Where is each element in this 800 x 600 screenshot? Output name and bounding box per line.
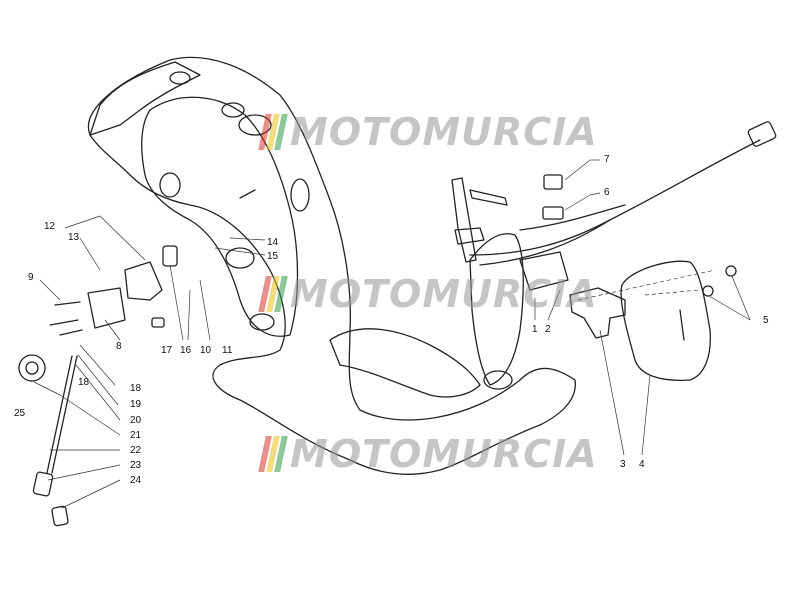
callout-14: 14 (267, 237, 279, 248)
callout-12: 12 (44, 221, 56, 232)
callout-8: 8 (116, 341, 122, 352)
bracket (569, 287, 626, 339)
callout-15: 15 (267, 251, 279, 262)
watermark-text: MOTOMURCIA (290, 432, 598, 476)
wire-harness (469, 139, 761, 256)
callout-4: 4 (639, 459, 645, 470)
rear-support (469, 233, 524, 386)
watermark-flag (258, 276, 288, 312)
body-frame (87, 56, 576, 475)
floor-tunnel (329, 328, 481, 398)
callout-19: 19 (130, 399, 142, 410)
watermark-flag (258, 436, 288, 472)
callout-17: 17 (161, 345, 173, 356)
watermark-text: MOTOMURCIA (290, 272, 598, 316)
callout-9: 9 (28, 272, 34, 283)
callout-18-right: 18 (130, 383, 142, 394)
callout-22: 22 (130, 445, 142, 456)
front-top-lip (89, 61, 201, 136)
watermark-bottom: MOTOMURCIA (258, 432, 598, 476)
callout-23: 23 (130, 460, 142, 471)
latch-bracket (124, 261, 163, 301)
callout-21: 21 (130, 430, 142, 441)
callout-5: 5 (763, 315, 769, 326)
callout-6: 6 (604, 187, 610, 198)
callout-20: 20 (130, 415, 142, 426)
regulator (519, 251, 569, 291)
watermark-top: MOTOMURCIA (258, 110, 598, 154)
watermark-text: MOTOMURCIA (290, 110, 598, 154)
release-cable (46, 355, 73, 474)
lock-body (87, 287, 126, 329)
callout-2: 2 (545, 324, 551, 335)
callout-16: 16 (180, 345, 192, 356)
callout-18-left: 18 (78, 377, 90, 388)
watermark-middle: MOTOMURCIA (258, 272, 598, 316)
callout-1: 1 (532, 324, 538, 335)
cover-plate (620, 260, 711, 381)
callout-7: 7 (604, 154, 610, 165)
watermark-flag (258, 114, 288, 150)
callout-11: 11 (222, 345, 233, 356)
callout-3: 3 (620, 459, 626, 470)
callout-13: 13 (68, 232, 80, 243)
steering-tube (451, 177, 477, 263)
callout-10: 10 (200, 345, 212, 356)
callout-24: 24 (130, 475, 142, 486)
callout-25: 25 (14, 408, 26, 419)
frame-inner (141, 96, 299, 337)
